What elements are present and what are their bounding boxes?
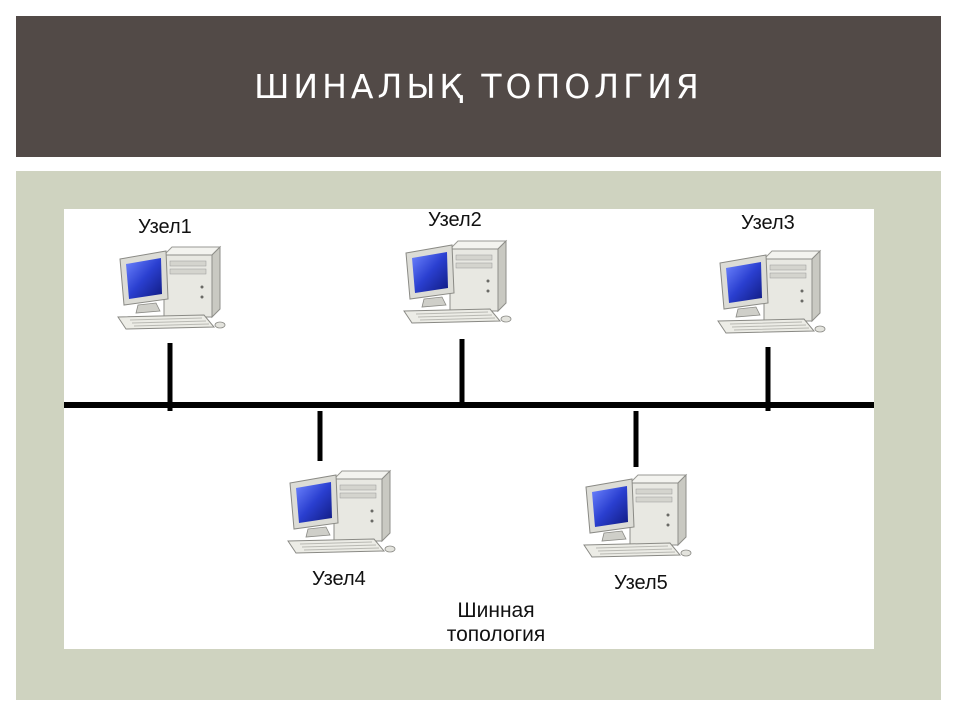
caption-line-1: Шинная bbox=[457, 599, 535, 622]
title-band: ШИНАЛЫҚ ТОПОЛГИЯ bbox=[16, 16, 941, 157]
caption-line-2: топология bbox=[446, 623, 546, 646]
diagram-caption: Шинная топология bbox=[436, 599, 556, 647]
node2-label: Узел2 bbox=[428, 209, 482, 231]
node2-desktop-computer-icon bbox=[403, 240, 512, 324]
node5-label: Узел5 bbox=[614, 572, 668, 594]
diagram-canvas bbox=[64, 240, 874, 558]
node4-label: Узел4 bbox=[312, 568, 366, 590]
node4-desktop-computer-icon bbox=[287, 470, 396, 554]
node5-desktop-computer-icon bbox=[583, 474, 692, 558]
bus-topology-diagram: Узел1 Узел2 Узел3 Узел4 Узел5 Шинная топ… bbox=[64, 209, 874, 649]
slide-title: ШИНАЛЫҚ ТОПОЛГИЯ bbox=[254, 67, 703, 106]
node1-desktop-computer-icon bbox=[117, 246, 226, 330]
node1-label: Узел1 bbox=[138, 216, 192, 238]
node3-desktop-computer-icon bbox=[717, 250, 826, 334]
node3-label: Узел3 bbox=[741, 212, 795, 234]
